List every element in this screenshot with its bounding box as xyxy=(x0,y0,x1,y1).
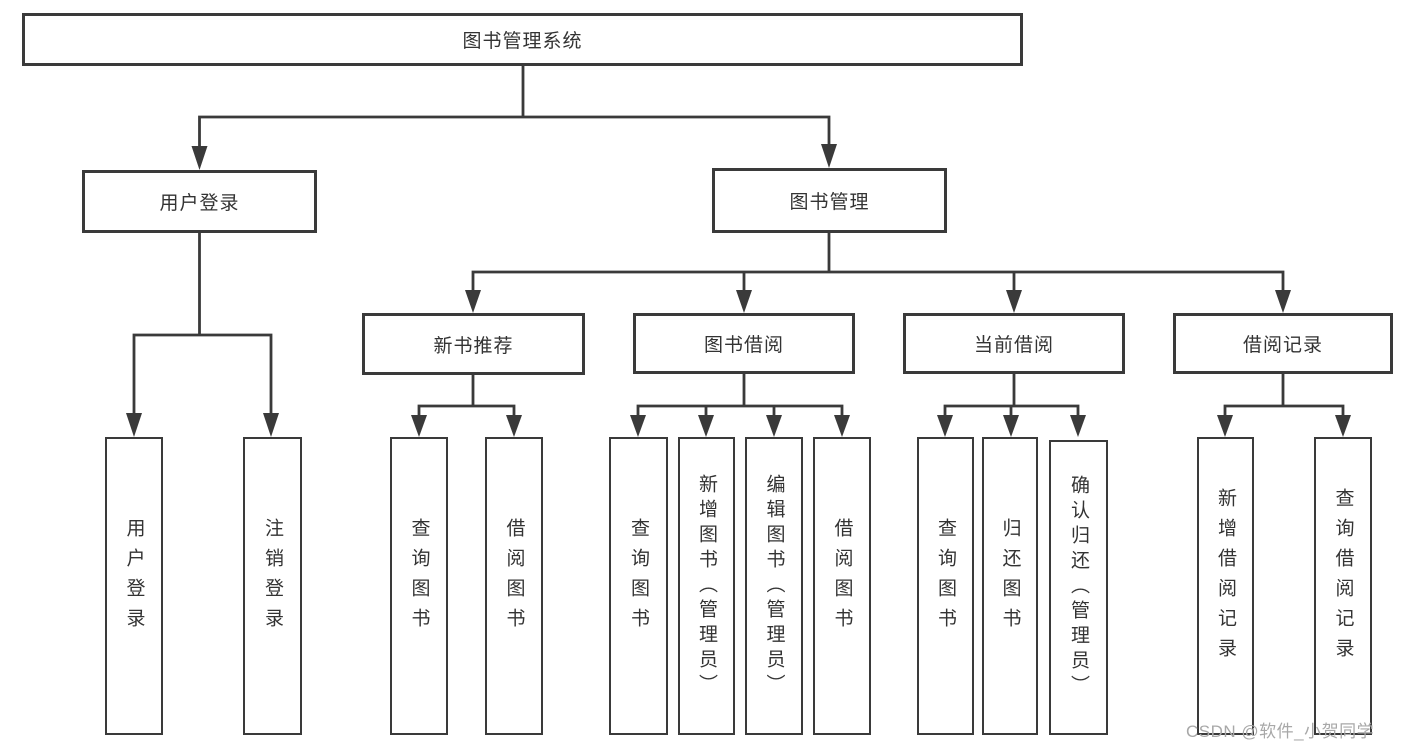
node-user-login-leaf-label: 用户登录 xyxy=(123,518,145,638)
arrowhead-icons xyxy=(126,144,1351,437)
node-return-books-label: 归还图书 xyxy=(999,518,1021,638)
node-borrow-records: 借阅记录 xyxy=(1173,313,1393,374)
node-current-borrow: 当前借阅 xyxy=(903,313,1125,374)
node-book-management: 图书管理 xyxy=(712,168,947,233)
node-user-login-label: 用户登录 xyxy=(159,193,240,214)
node-edit-books-admin-label: 编辑图书（管理员） xyxy=(763,473,785,699)
node-root-system-label: 图书管理系统 xyxy=(462,31,583,52)
node-user-login: 用户登录 xyxy=(82,170,317,233)
node-return-books: 归还图书 xyxy=(982,437,1038,735)
node-logout: 注销登录 xyxy=(243,437,302,735)
node-recommend-query-books: 查询图书 xyxy=(390,437,448,735)
node-add-borrow-record: 新增借阅记录 xyxy=(1197,437,1254,735)
node-book-management-label: 图书管理 xyxy=(789,192,870,213)
node-current-borrow-label: 当前借阅 xyxy=(973,335,1054,356)
node-logout-label: 注销登录 xyxy=(262,518,283,638)
node-recommend-borrow-books-label: 借阅图书 xyxy=(503,518,525,638)
node-borrow-records-label: 借阅记录 xyxy=(1242,335,1323,356)
node-current-query-books-label: 查询图书 xyxy=(935,518,956,638)
node-add-books-admin-label: 新增图书（管理员） xyxy=(696,473,717,699)
node-recommend-borrow-books: 借阅图书 xyxy=(485,437,543,735)
node-current-query-books: 查询图书 xyxy=(917,437,974,735)
node-borrow-borrow-books: 借阅图书 xyxy=(813,437,871,735)
node-add-books-admin: 新增图书（管理员） xyxy=(678,437,735,735)
node-book-borrow: 图书借阅 xyxy=(633,313,855,374)
node-query-borrow-record-label: 查询借阅记录 xyxy=(1332,488,1354,668)
watermark: CSDN @软件_小贺同学 xyxy=(1186,722,1375,741)
node-query-borrow-record: 查询借阅记录 xyxy=(1314,437,1372,735)
node-borrow-query-books-label: 查询图书 xyxy=(628,518,649,638)
node-confirm-return-admin: 确认归还（管理员） xyxy=(1049,440,1108,735)
node-add-borrow-record-label: 新增借阅记录 xyxy=(1215,488,1236,668)
node-new-book-recommend-label: 新书推荐 xyxy=(433,335,514,357)
node-confirm-return-admin-label: 确认归还（管理员） xyxy=(1068,475,1089,700)
node-root-system: 图书管理系统 xyxy=(22,13,1023,66)
node-user-login-leaf: 用户登录 xyxy=(105,437,163,735)
node-edit-books-admin: 编辑图书（管理员） xyxy=(745,437,803,735)
node-new-book-recommend: 新书推荐 xyxy=(362,313,585,375)
node-book-borrow-label: 图书借阅 xyxy=(703,335,784,356)
node-borrow-borrow-books-label: 借阅图书 xyxy=(831,518,853,638)
node-borrow-query-books: 查询图书 xyxy=(609,437,668,735)
node-recommend-query-books-label: 查询图书 xyxy=(408,518,430,638)
